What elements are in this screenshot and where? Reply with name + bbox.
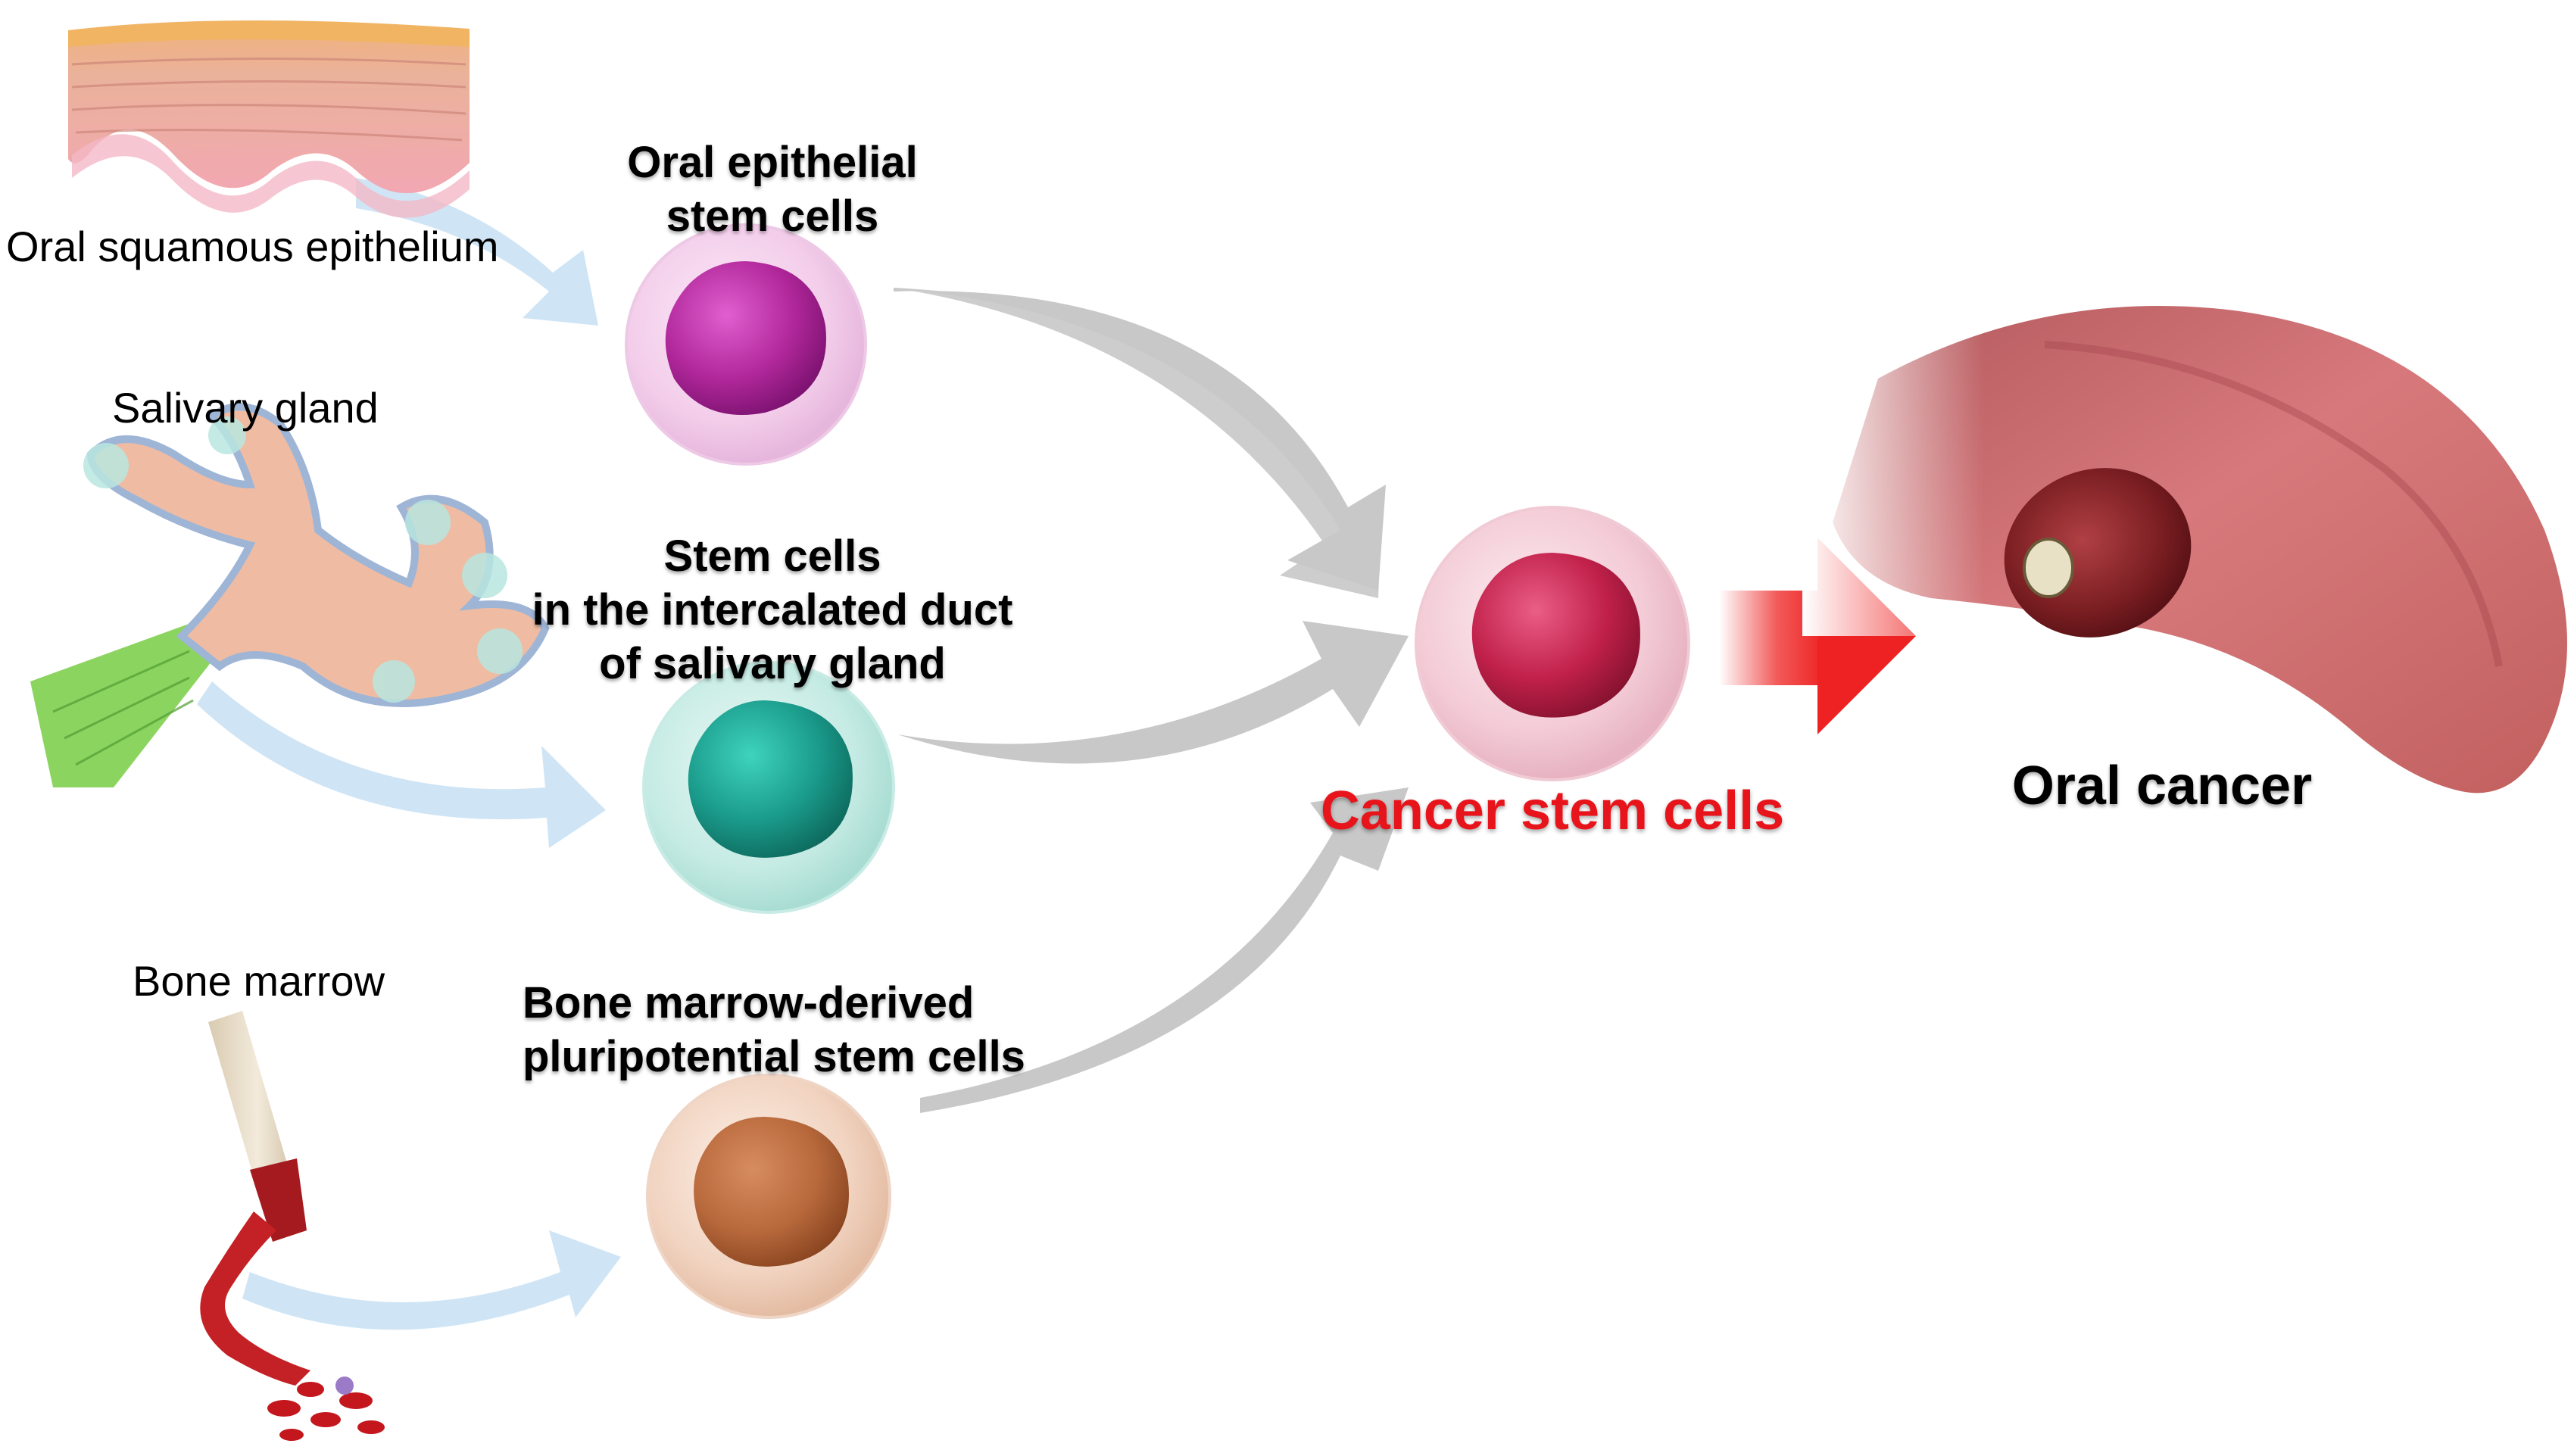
label-salivary-gland: Salivary gland [112, 384, 379, 432]
label-bone-marrow: Bone marrow [133, 957, 385, 1005]
label-intercalated-duct-stem-cells: Stem cells in the intercalated duct of s… [470, 530, 1075, 691]
arrow-duct-to-cancer [897, 621, 1409, 764]
salivary-gland-illustration [30, 403, 550, 787]
label-line: Bone marrow-derived [523, 978, 975, 1027]
label-cancer-stem-cells: Cancer stem cells [1320, 781, 1785, 841]
bone-marrow-illustration [200, 1011, 385, 1441]
label-line: Stem cells [663, 532, 881, 581]
label-bone-marrow-derived-stem-cells: Bone marrow-derived pluripotential stem … [523, 977, 1025, 1084]
arrow-salivary-to-stem [197, 681, 606, 848]
epithelium-tissue-illustration [68, 20, 470, 218]
label-line: stem cells [666, 191, 879, 241]
label-oral-squamous-epithelium: Oral squamous epithelium [6, 223, 499, 270]
label-line: pluripotential stem cells [523, 1031, 1025, 1081]
label-line: in the intercalated duct [532, 585, 1013, 634]
label-line: of salivary gland [599, 638, 946, 688]
cancer-stem-cell [1415, 506, 1690, 781]
bone-marrow-derived-stem-cell [646, 1074, 891, 1319]
oral-cancer-tongue-illustration [1802, 306, 2567, 793]
arrow-bone-marrow-to-cancer [920, 787, 1409, 1113]
oral-epithelial-stem-cell [625, 223, 867, 466]
label-oral-epithelial-stem-cells: Oral epithelial stem cells [485, 136, 1060, 244]
label-oral-cancer: Oral cancer [2011, 756, 2313, 816]
arrow-bone-marrow-to-stem [242, 1230, 621, 1330]
arrow-epithelial-to-cancer [894, 288, 1386, 598]
label-line: Oral epithelial [627, 138, 918, 187]
intercalated-duct-stem-cell [642, 661, 895, 914]
